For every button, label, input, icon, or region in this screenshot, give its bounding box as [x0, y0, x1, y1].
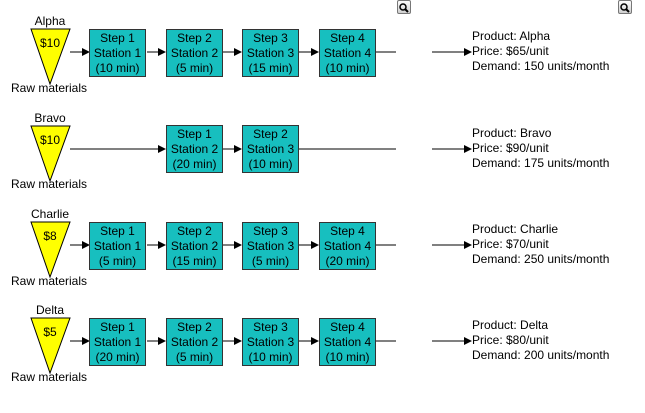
product-info-name: Product: Bravo: [472, 126, 552, 140]
process-step-box[interactable]: Step 2 Station 2 (15 min): [166, 222, 223, 270]
time-label: (10 min): [248, 157, 293, 171]
product-name-label: Charlie: [30, 207, 69, 221]
step-label: Step 2: [177, 31, 212, 45]
zoom-icon[interactable]: [618, 0, 632, 14]
product-info: Product: Alpha Price: $65/unit Demand: 1…: [472, 29, 609, 74]
time-label: (10 min): [325, 350, 370, 364]
time-label: (20 min): [95, 350, 140, 364]
process-step-box[interactable]: Step 3 Station 3 (15 min): [242, 29, 299, 77]
raw-material-triangle: [30, 28, 71, 86]
process-step-box[interactable]: Step 1 Station 1 (20 min): [89, 318, 146, 366]
raw-material-triangle: [30, 125, 71, 183]
time-label: (15 min): [248, 61, 293, 75]
raw-materials-label: Raw materials: [11, 370, 88, 384]
raw-material-triangle: [30, 317, 71, 375]
product-info-price: Price: $80/unit: [472, 333, 549, 347]
step-label: Step 3: [253, 320, 288, 334]
product-info-demand: Demand: 175 units/month: [472, 156, 610, 170]
process-step-box[interactable]: Step 2 Station 2 (5 min): [166, 318, 223, 366]
step-label: Step 4: [330, 31, 365, 45]
raw-materials-label: Raw materials: [11, 81, 88, 95]
product-info: Product: Charlie Price: $70/unit Demand:…: [472, 222, 609, 267]
process-step-box[interactable]: Step 4 Station 4 (20 min): [319, 222, 376, 270]
station-label: Station 4: [323, 46, 372, 60]
time-label: (10 min): [95, 61, 140, 75]
process-step-box[interactable]: Step 4 Station 4 (10 min): [319, 29, 376, 77]
station-label: Station 2: [170, 335, 219, 349]
raw-materials-label: Raw materials: [11, 177, 88, 191]
product-name-label: Delta: [35, 303, 64, 317]
time-label: (5 min): [175, 61, 214, 75]
raw-material-price: $10: [39, 36, 61, 50]
process-step-box[interactable]: Step 3 Station 3 (5 min): [242, 222, 299, 270]
time-label: (5 min): [251, 254, 290, 268]
raw-material-triangle: [30, 221, 71, 279]
step-label: Step 2: [177, 320, 212, 334]
raw-materials-label: Raw materials: [11, 274, 88, 288]
process-step-box[interactable]: Step 3 Station 3 (10 min): [242, 318, 299, 366]
process-step-box[interactable]: Step 4 Station 4 (10 min): [319, 318, 376, 366]
time-label: (20 min): [325, 254, 370, 268]
step-label: Step 4: [330, 224, 365, 238]
process-step-box[interactable]: Step 1 Station 2 (20 min): [166, 125, 223, 173]
raw-material-price: $8: [43, 229, 57, 243]
product-info-name: Product: Alpha: [472, 29, 551, 43]
product-name-label: Bravo: [34, 111, 66, 125]
process-step-box[interactable]: Step 1 Station 1 (5 min): [89, 222, 146, 270]
step-label: Step 1: [177, 127, 212, 141]
product-info-name: Product: Charlie: [472, 222, 559, 236]
station-label: Station 1: [93, 46, 142, 60]
station-label: Station 2: [170, 142, 219, 156]
product-info-demand: Demand: 250 units/month: [472, 252, 610, 266]
station-label: Station 3: [246, 142, 295, 156]
step-label: Step 1: [100, 224, 135, 238]
step-label: Step 1: [100, 320, 135, 334]
station-label: Station 4: [323, 335, 372, 349]
station-label: Station 2: [170, 46, 219, 60]
raw-material-price: $10: [39, 133, 61, 147]
process-step-box[interactable]: Step 1 Station 1 (10 min): [89, 29, 146, 77]
time-label: (5 min): [175, 350, 214, 364]
process-step-box[interactable]: Step 2 Station 2 (5 min): [166, 29, 223, 77]
station-label: Station 2: [170, 239, 219, 253]
time-label: (10 min): [248, 350, 293, 364]
step-label: Step 2: [177, 224, 212, 238]
time-label: (15 min): [172, 254, 217, 268]
time-label: (10 min): [325, 61, 370, 75]
step-label: Step 4: [330, 320, 365, 334]
product-info-demand: Demand: 150 units/month: [472, 59, 610, 73]
step-label: Step 3: [253, 224, 288, 238]
time-label: (20 min): [172, 157, 217, 171]
step-label: Step 1: [100, 31, 135, 45]
zoom-icon[interactable]: [397, 0, 411, 14]
product-info-name: Product: Delta: [472, 318, 549, 332]
step-label: Step 2: [253, 127, 288, 141]
product-info-price: Price: $90/unit: [472, 141, 549, 155]
station-label: Station 3: [246, 335, 295, 349]
process-step-box[interactable]: Step 2 Station 3 (10 min): [242, 125, 299, 173]
station-label: Station 1: [93, 239, 142, 253]
product-info: Product: Delta Price: $80/unit Demand: 2…: [472, 318, 609, 363]
station-label: Station 1: [93, 335, 142, 349]
time-label: (5 min): [98, 254, 137, 268]
product-info-price: Price: $65/unit: [472, 44, 549, 58]
product-info-price: Price: $70/unit: [472, 237, 549, 251]
raw-material-price: $5: [43, 325, 57, 339]
product-name-label: Alpha: [34, 14, 66, 28]
station-label: Station 4: [323, 239, 372, 253]
station-label: Station 3: [246, 239, 295, 253]
product-info: Product: Bravo Price: $90/unit Demand: 1…: [472, 126, 609, 171]
product-info-demand: Demand: 200 units/month: [472, 348, 610, 362]
step-label: Step 3: [253, 31, 288, 45]
station-label: Station 3: [246, 46, 295, 60]
